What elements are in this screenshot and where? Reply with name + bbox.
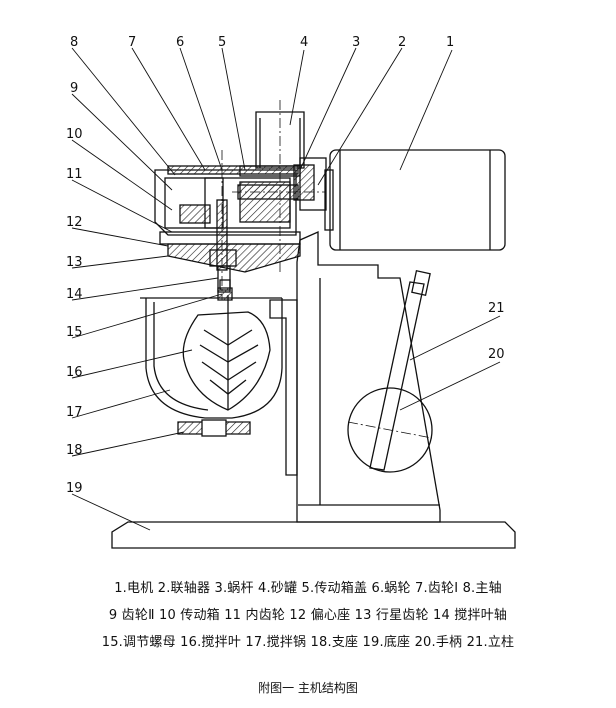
leader-lines bbox=[71, 47, 501, 531]
handle-wheel bbox=[347, 387, 433, 473]
support-bracket bbox=[269, 299, 298, 476]
motor bbox=[324, 149, 506, 251]
eccentric-seat bbox=[167, 243, 301, 273]
internal-gear bbox=[159, 231, 301, 245]
callout-18: 18 bbox=[66, 443, 83, 458]
callout-8: 8 bbox=[70, 35, 78, 50]
worm-gear bbox=[239, 165, 301, 177]
callout-labels: 1 2 3 4 5 6 7 8 9 10 11 12 13 14 15 16 1… bbox=[66, 35, 505, 496]
callout-19: 19 bbox=[66, 481, 83, 496]
column-body bbox=[296, 230, 441, 523]
callout-12: 12 bbox=[66, 215, 83, 230]
legend-line-2: 9 齿轮Ⅱ 10 传动箱 11 内齿轮 12 偏心座 13 行星齿轮 14 搅拌… bbox=[108, 608, 508, 623]
callout-13: 13 bbox=[66, 255, 83, 270]
callout-21: 21 bbox=[488, 301, 505, 316]
bowl-seat-center bbox=[201, 419, 227, 437]
callout-16: 16 bbox=[66, 365, 83, 380]
callout-14: 14 bbox=[66, 287, 83, 302]
coupling bbox=[293, 157, 327, 211]
base-shape bbox=[111, 521, 516, 549]
callout-15: 15 bbox=[66, 325, 83, 340]
lever bbox=[369, 270, 431, 471]
mixing-bowl bbox=[140, 297, 283, 419]
legend-line-1: 1.电机 2.联轴器 3.蜗杆 4.砂罐 5.传动箱盖 6.蜗轮 7.齿轮Ⅰ 8… bbox=[114, 581, 502, 596]
callout-5: 5 bbox=[218, 35, 226, 50]
main-shaft bbox=[216, 199, 228, 271]
callout-9: 9 bbox=[70, 81, 78, 96]
callout-10: 10 bbox=[66, 127, 83, 142]
figure-caption: 附图一 主机结构图 bbox=[258, 681, 358, 695]
callout-2: 2 bbox=[398, 35, 406, 50]
callout-7: 7 bbox=[128, 35, 136, 50]
mixing-blade bbox=[182, 295, 271, 411]
callout-11: 11 bbox=[66, 167, 83, 182]
callout-17: 17 bbox=[66, 405, 83, 420]
mixing-bowl-inner bbox=[153, 302, 209, 411]
callout-6: 6 bbox=[176, 35, 184, 50]
callout-3: 3 bbox=[352, 35, 360, 50]
callout-1: 1 bbox=[446, 35, 454, 50]
adjusting-nut bbox=[217, 287, 233, 301]
legend-line-3: 15.调节螺母 16.搅拌叶 17.搅拌锅 18.支座 19.底座 20.手柄 … bbox=[101, 635, 515, 650]
callout-20: 20 bbox=[488, 347, 505, 362]
transmission-cover bbox=[167, 165, 299, 175]
callout-4: 4 bbox=[300, 35, 308, 50]
